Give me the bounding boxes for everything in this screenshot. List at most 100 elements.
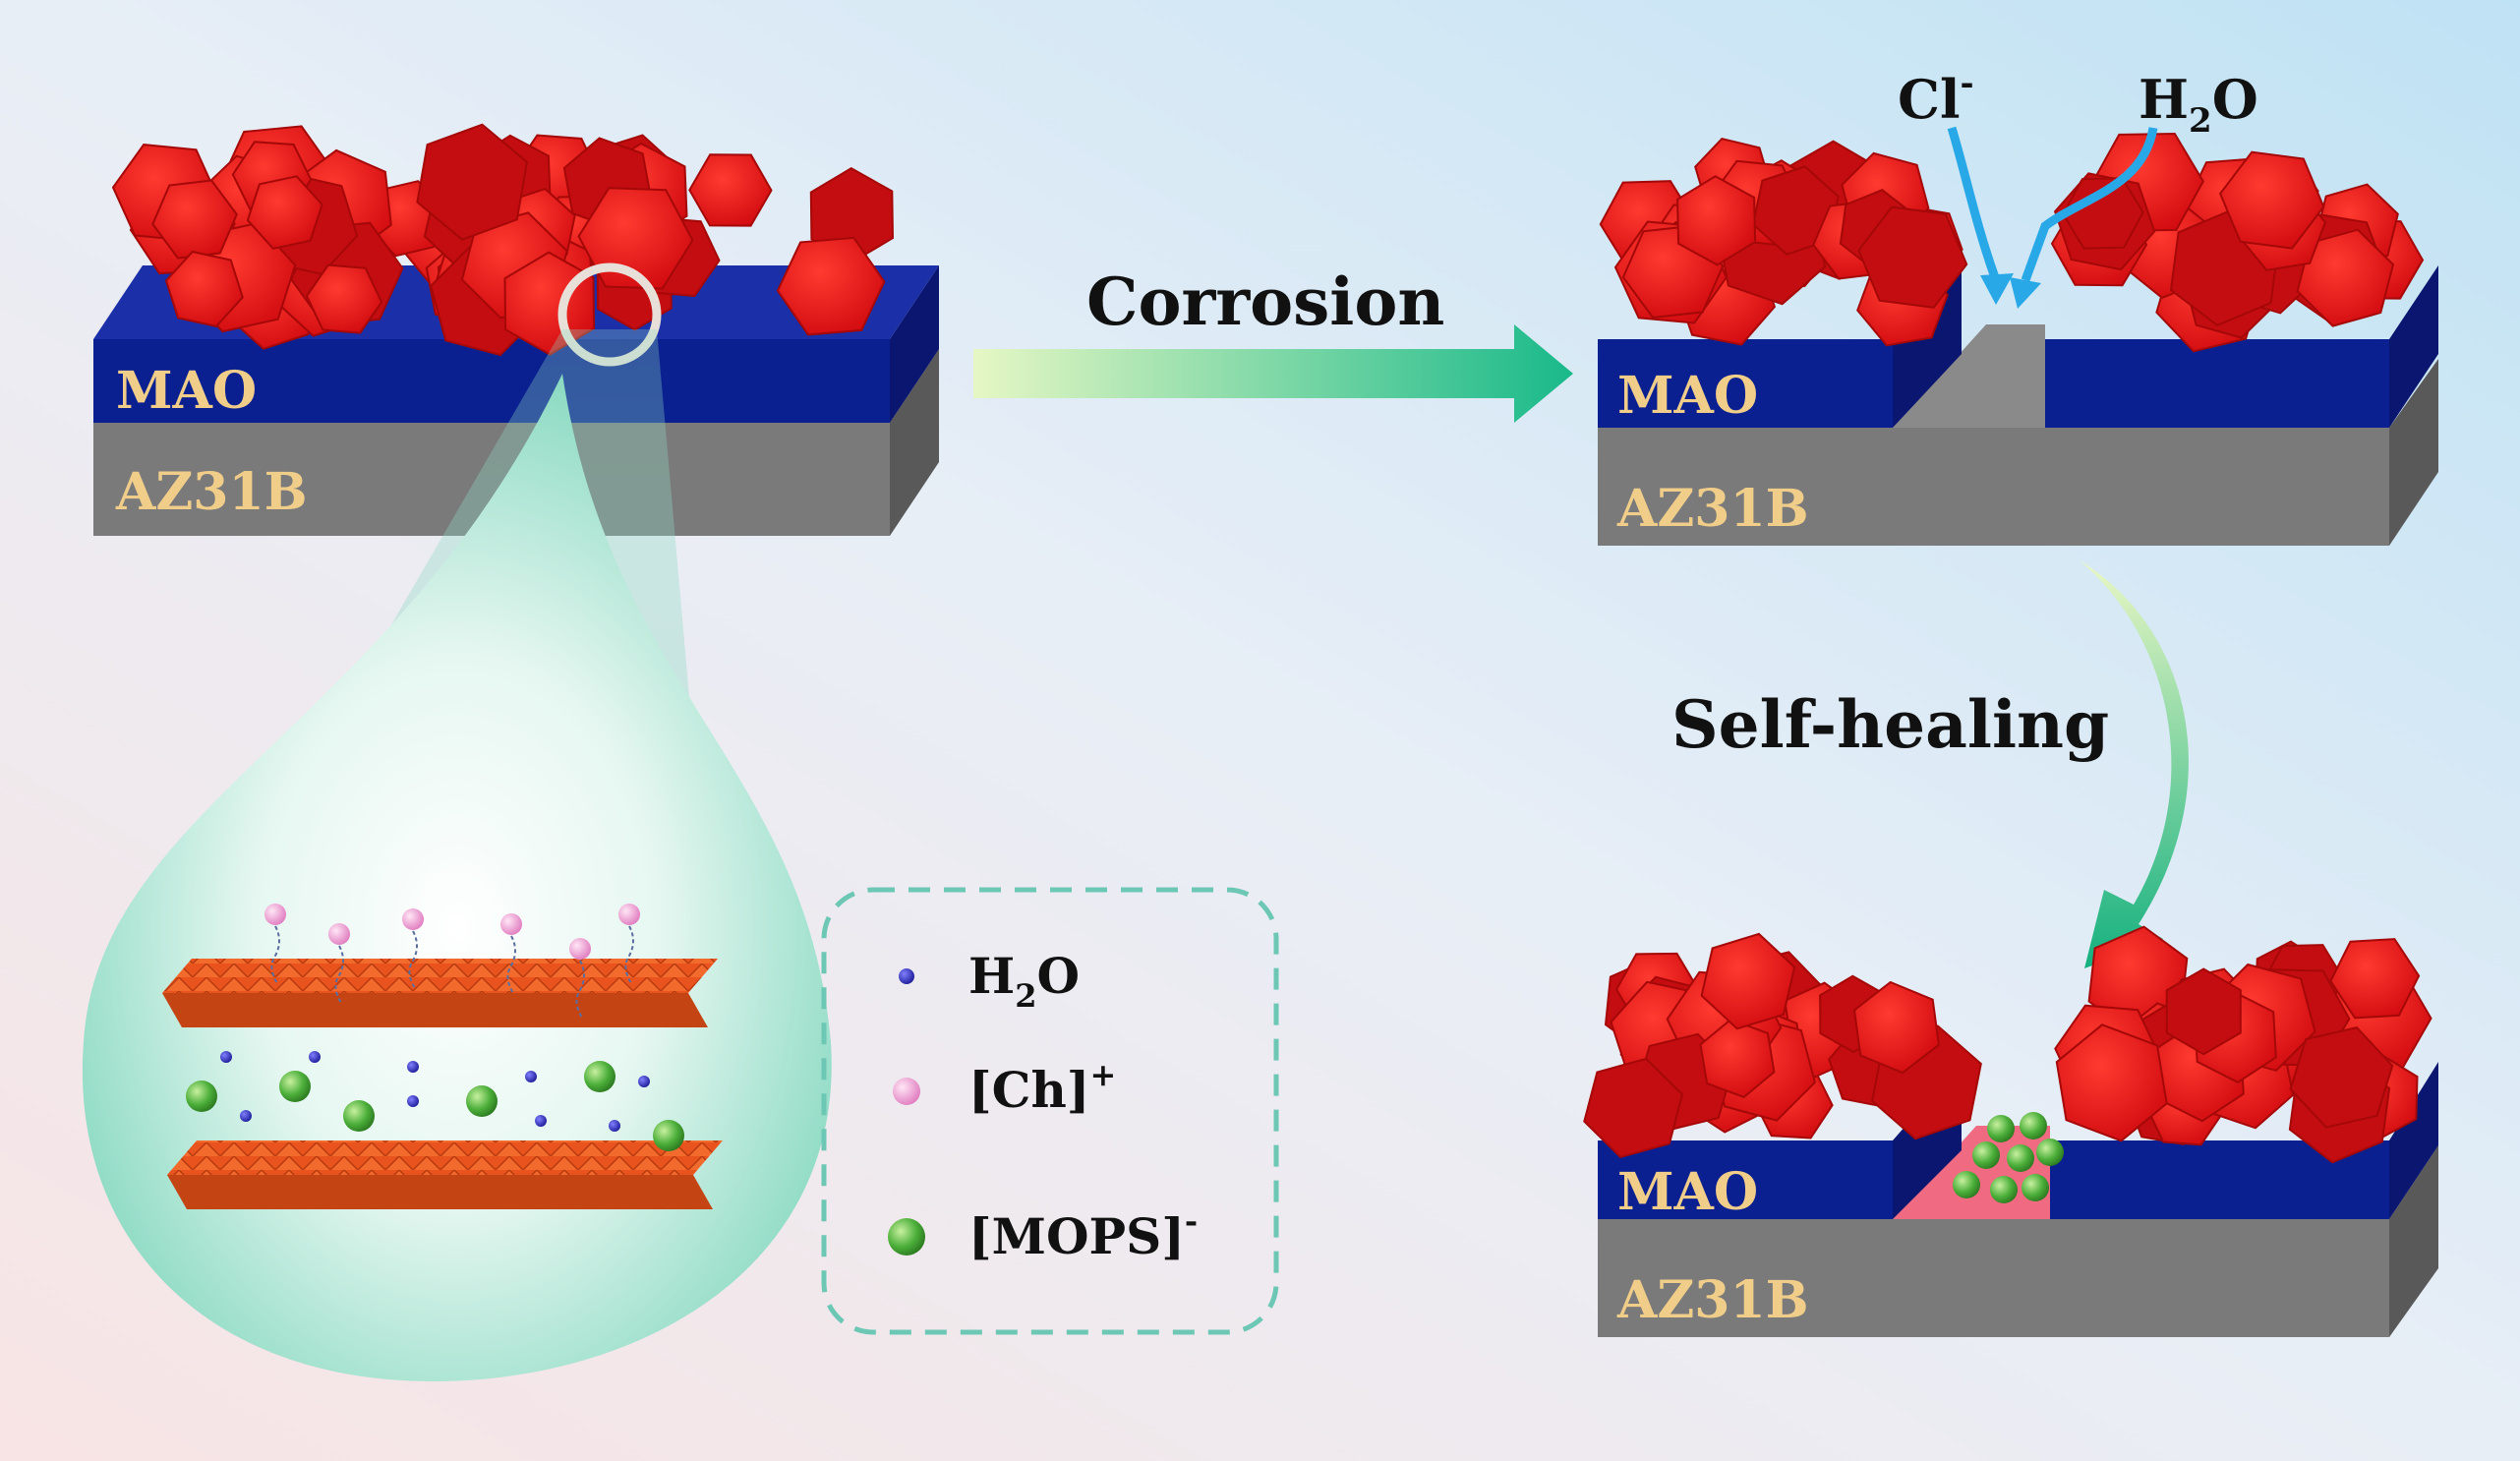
choline-tail (334, 945, 344, 1004)
legend-mops-marker (888, 1218, 925, 1256)
self-healing-arrow-shape (2080, 560, 2189, 968)
water-molecule (240, 1110, 252, 1122)
zoom-bubble (82, 374, 832, 1381)
coating-hexagon (2062, 177, 2144, 250)
defect-floor (1893, 324, 2045, 428)
coating-hexagon (2055, 1023, 2168, 1142)
legend-choline-label: [Ch]+ (968, 1056, 1116, 1119)
corroded-mao-right (2045, 339, 2389, 428)
water-molecule (220, 1051, 232, 1063)
coating-hexagon (1583, 1057, 1684, 1159)
water-molecule (525, 1071, 537, 1082)
coating-hexagon (164, 250, 244, 328)
choline-cation (264, 904, 286, 925)
corrosion-arrow: Corrosion (973, 263, 1573, 423)
coating-hexagon (1752, 165, 1840, 256)
legend-water-marker (899, 968, 914, 984)
corroded-cluster-left (1599, 137, 1968, 347)
choline-tail (575, 960, 585, 1019)
coating-hexagon (688, 153, 773, 227)
released-mops-anion (2036, 1139, 2064, 1166)
mops-anion (584, 1061, 615, 1092)
ldh-sheet-top-edge (162, 993, 708, 1027)
released-mops-anion (1990, 1176, 2018, 1203)
choline-tail (506, 935, 516, 994)
choline-cation (618, 904, 640, 925)
mops-anion (466, 1085, 498, 1117)
water-molecule (535, 1115, 547, 1127)
coating-hexagon (1700, 932, 1796, 1030)
self-healing-label: Self-healing (1671, 686, 2109, 763)
water-molecule (407, 1095, 419, 1107)
water-ion-label: H2O (2139, 68, 2258, 141)
healed-coating-block: MAO AZ31B (1583, 925, 2438, 1337)
mops-anion (186, 1081, 217, 1112)
coating-hexagon (809, 167, 895, 263)
coating-hexagon (1857, 205, 1968, 309)
legend-box (821, 887, 1279, 1335)
choline-tail (270, 925, 280, 984)
released-mops-anion (1987, 1115, 2015, 1142)
coating-hexagon (2289, 1025, 2394, 1129)
released-mops-anion (2007, 1144, 2034, 1172)
choline-cation (500, 913, 522, 935)
coating-hexagon (776, 236, 886, 336)
coating-hexagon (2329, 938, 2421, 1020)
released-mops-anion (1953, 1171, 1980, 1198)
water-molecule (609, 1120, 620, 1132)
legend-mops-label: [MOPS]- (968, 1202, 1198, 1265)
intact-coating-block: MAO AZ31B (93, 123, 939, 536)
chloride-arrow-head (1980, 273, 2014, 305)
chloride-ion-label: Cl- (1898, 64, 1974, 131)
corroded-coating-block: MAO AZ31B Cl- H2O (1598, 64, 2438, 546)
released-mops-anion (2020, 1112, 2047, 1140)
legend-choline-marker (893, 1078, 920, 1105)
corroded-cluster-right (2050, 132, 2425, 353)
water-molecule (309, 1051, 321, 1063)
water-molecule (638, 1076, 650, 1087)
self-healing-arrow: Self-healing (1671, 560, 2189, 968)
healed-mao-label: MAO (1617, 1162, 1758, 1222)
chloride-attack-arrow (1947, 126, 2001, 282)
coating-hexagon (2165, 967, 2242, 1056)
choline-cation (402, 908, 424, 930)
healed-cluster-left (1583, 932, 1982, 1159)
coating-hexagon (246, 175, 323, 250)
substrate-label: AZ31B (115, 462, 308, 522)
mops-anion (653, 1120, 684, 1151)
mops-anion (279, 1071, 311, 1102)
ldh-sheet-top (162, 959, 718, 993)
corroded-mao-label: MAO (1617, 366, 1758, 426)
ldh-sheet-bottom (167, 1140, 723, 1175)
corrosion-arrow-shape (973, 324, 1573, 423)
corroded-substrate-label: AZ31B (1616, 479, 1809, 539)
coating-hexagon (416, 123, 529, 241)
choline-cation (569, 938, 591, 960)
ldh-sheet-bottom-edge (167, 1175, 713, 1209)
zoom-bubble-shape (82, 374, 832, 1381)
choline-cation (328, 923, 350, 945)
mao-label: MAO (116, 361, 257, 421)
coating-hexagon (2218, 150, 2325, 250)
coating-hexagon (1852, 980, 1940, 1075)
legend-water-label: H2O (968, 947, 1080, 1015)
water-attack-arrow (2021, 127, 2158, 282)
mops-anion (343, 1100, 375, 1132)
choline-cations (264, 904, 640, 1019)
interlayer-ions (186, 1051, 684, 1151)
released-mops-anion (2022, 1174, 2049, 1201)
released-mops-anion (1972, 1141, 2000, 1169)
water-molecule (407, 1061, 419, 1073)
corroded-substrate-front (1598, 428, 2389, 546)
healed-substrate-label: AZ31B (1616, 1270, 1809, 1330)
healed-substrate-front (1598, 1219, 2389, 1337)
legend: H2O [Ch]+ [MOPS]- (821, 887, 1279, 1335)
coating-hexagon (151, 179, 238, 260)
healed-cluster-right (2054, 925, 2432, 1164)
choline-tail (624, 925, 634, 984)
coating-hexagon (1676, 175, 1757, 266)
water-arrow-head (2010, 277, 2041, 309)
corroded-mao-left (1598, 339, 1893, 428)
healed-mao-left (1598, 1140, 1893, 1219)
choline-tail (408, 930, 418, 989)
